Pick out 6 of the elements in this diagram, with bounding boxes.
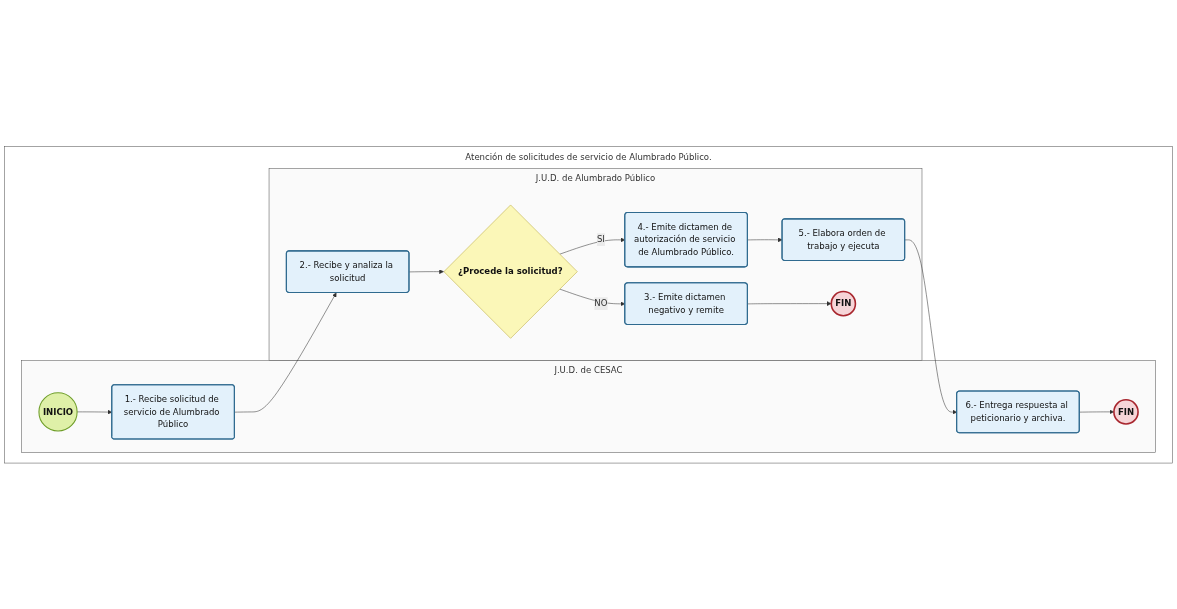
node-circle: FIN [830,291,857,317]
node-diamond: ¿Procede la solicitud? [443,205,578,339]
node-circle: FIN [1113,399,1139,426]
edge-label: SI [596,234,605,245]
edge-label: NO [594,298,608,309]
node-circle: INICIO [38,392,78,432]
